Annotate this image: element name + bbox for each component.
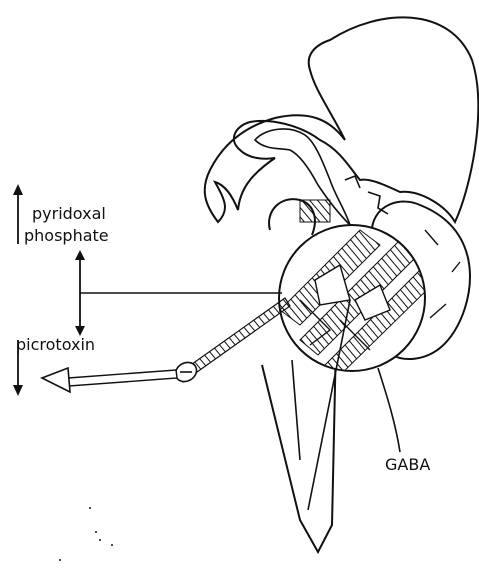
phosphate-label: phosphate [24,226,109,245]
up-arrow-icon [13,184,23,244]
electrode-probe [172,298,290,385]
hatched-block [300,200,330,222]
cerebellum-notch [425,230,460,318]
noise-specks [59,507,113,561]
pyridoxal-label: pyridoxal [32,204,106,223]
gaba-pointer [378,368,400,452]
brainstem-line [292,360,300,460]
cerebrum-outline [205,17,479,222]
picrotoxin-label: picrotoxin [16,335,95,354]
gaba-label: GABA [385,455,430,474]
left-arrow-icon [42,368,177,392]
